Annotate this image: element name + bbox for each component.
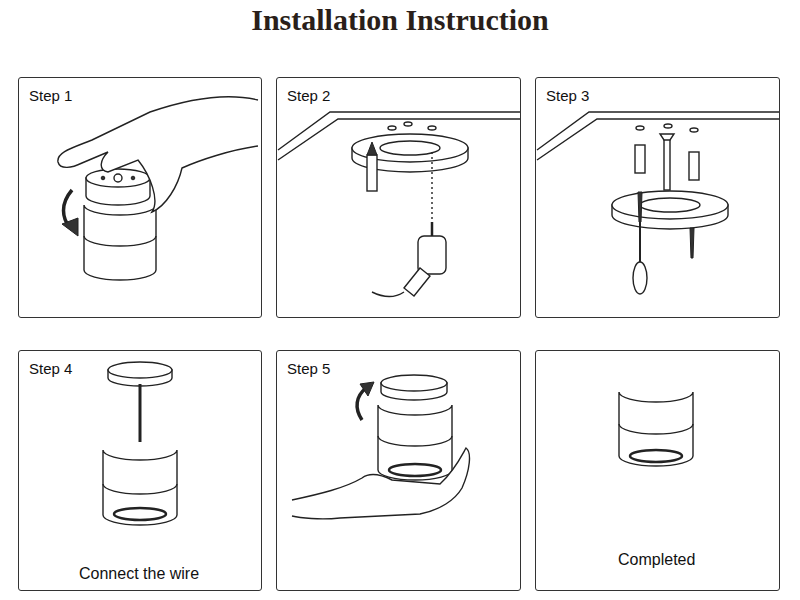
step-label: Step 2 (287, 87, 330, 104)
light-body (103, 450, 177, 525)
ceiling-edge (537, 119, 779, 160)
light-body (84, 205, 156, 280)
drill-handle (404, 268, 430, 296)
step-label: Step 1 (29, 87, 72, 104)
step-panel: Step 5 (276, 350, 521, 591)
wall-anchor (689, 152, 699, 180)
step-panel: Step 2 (276, 77, 521, 318)
ceiling-edge (537, 112, 779, 150)
light-band (378, 436, 452, 446)
step-panel: Step 3 (535, 77, 780, 318)
ceiling-hole (404, 122, 412, 126)
step-panel: Completed (535, 350, 780, 591)
completed-art (619, 392, 693, 466)
step2-art (278, 112, 520, 297)
lens (114, 508, 166, 520)
plate-hole (101, 176, 105, 180)
page-title: Installation Instruction (0, 3, 800, 37)
step5-art (292, 375, 469, 519)
light-band (619, 424, 693, 434)
drill-guide (431, 152, 432, 222)
step-caption: Completed (618, 551, 695, 569)
drill-bit (431, 222, 434, 236)
lens (630, 450, 682, 462)
rotate-arrow (357, 388, 366, 420)
step-caption: Connect the wire (79, 565, 199, 583)
step-label: Step 3 (546, 87, 589, 104)
drill-body (418, 236, 446, 274)
mount-plate (108, 362, 172, 378)
plate-hole (131, 176, 135, 180)
bolt-head (660, 134, 674, 140)
step3-art (537, 112, 779, 294)
light-body (619, 392, 693, 466)
step-label: Step 4 (29, 360, 72, 377)
plate-ring (380, 141, 440, 155)
screwdriver-handle (633, 262, 647, 294)
step4-art (103, 362, 177, 525)
plate-hole (114, 174, 122, 182)
screw (638, 192, 642, 222)
step-label: Step 5 (287, 360, 330, 377)
step1-art (58, 97, 258, 280)
wall-anchor (635, 145, 645, 173)
ceiling-hole (636, 126, 644, 130)
ceiling-hole (690, 128, 698, 132)
light-band (84, 236, 156, 246)
pencil (367, 155, 377, 191)
light-body (378, 405, 452, 480)
wire (139, 384, 142, 442)
mount-plate (612, 191, 728, 219)
arrow-head (62, 218, 78, 236)
screw (690, 228, 694, 258)
hand (292, 448, 469, 519)
step-panel: Step 1 (18, 77, 262, 318)
drill-cord (372, 292, 404, 297)
mount-plate (381, 375, 447, 391)
lens (389, 464, 441, 476)
screwdriver-shaft (639, 222, 641, 262)
step-panel: Step 4 Connect the wire (18, 350, 262, 591)
ceiling-hole (428, 126, 436, 130)
pencil-tip (367, 142, 377, 155)
bolt (664, 138, 670, 190)
ceiling-hole (664, 124, 672, 128)
ceiling-hole (388, 126, 396, 130)
plate-ring (640, 198, 700, 212)
mount-plate (86, 169, 150, 187)
arrow-head (360, 382, 374, 396)
light-band (103, 484, 177, 494)
hand (58, 97, 258, 212)
